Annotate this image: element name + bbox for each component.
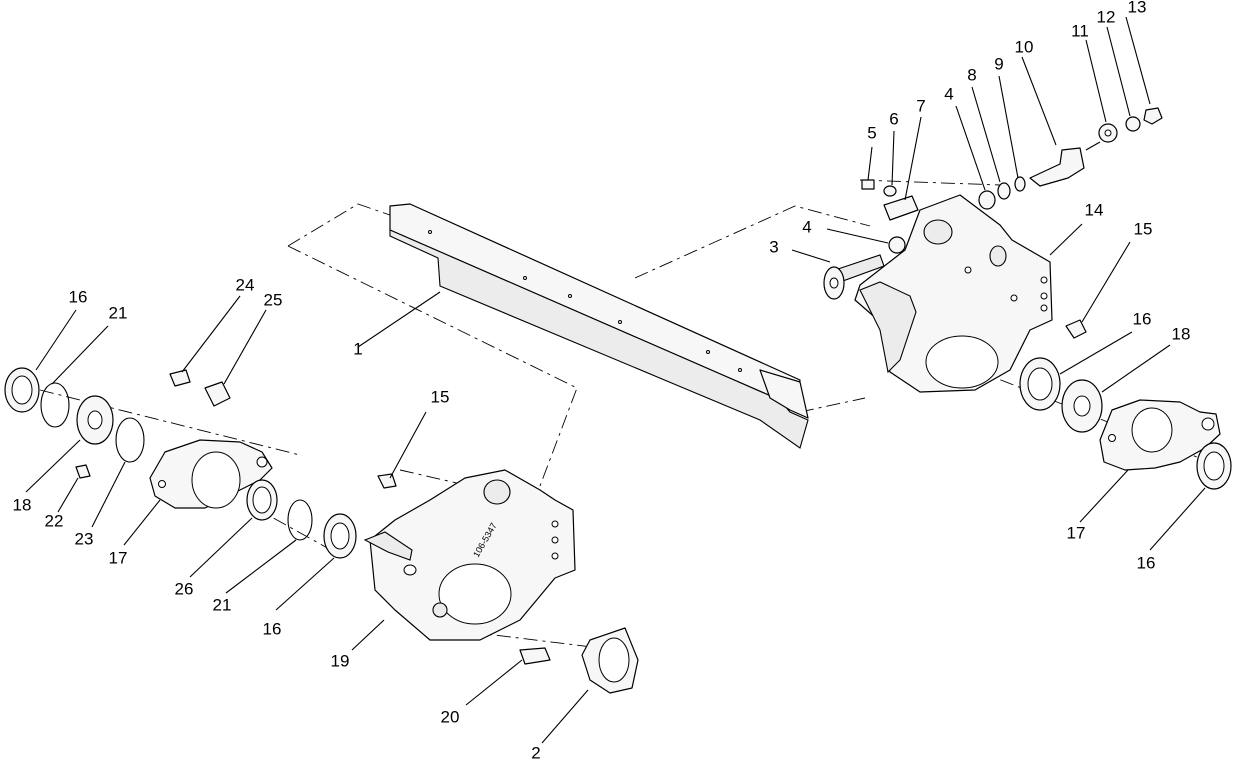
callout-3: 3 bbox=[769, 237, 778, 256]
callout-25: 25 bbox=[264, 290, 283, 309]
callout-17-right: 17 bbox=[1067, 523, 1086, 542]
left-bearings bbox=[4, 367, 639, 694]
callout-16-left: 16 bbox=[263, 619, 282, 638]
callout-2: 2 bbox=[531, 743, 540, 762]
callout-22: 22 bbox=[45, 511, 64, 530]
callout-19: 19 bbox=[331, 651, 350, 670]
callout-16-right-bottom: 16 bbox=[1137, 553, 1156, 572]
callout-13: 13 bbox=[1128, 0, 1147, 16]
callout-10: 10 bbox=[1015, 37, 1034, 56]
callout-labels: 1 2 3 4 4 5 6 7 8 9 10 11 12 13 14 15 15… bbox=[13, 0, 1191, 762]
callout-16-far-left: 16 bbox=[69, 287, 88, 306]
left-hardware bbox=[75, 369, 551, 665]
right-side-plate bbox=[854, 194, 1053, 393]
callout-17-left: 17 bbox=[109, 548, 128, 567]
callout-11: 11 bbox=[1071, 21, 1089, 40]
right-flange-housing bbox=[1099, 399, 1221, 471]
callout-21-lower: 21 bbox=[213, 595, 232, 614]
callout-23: 23 bbox=[75, 529, 94, 548]
callout-4-lower: 4 bbox=[802, 217, 811, 236]
callout-5: 5 bbox=[867, 123, 876, 142]
right-hardware bbox=[823, 107, 1163, 339]
callout-16-right-top: 16 bbox=[1133, 309, 1152, 328]
phantom-lines bbox=[39, 179, 1231, 649]
callout-15-left: 15 bbox=[431, 387, 450, 406]
callout-24: 24 bbox=[236, 275, 255, 294]
callout-8: 8 bbox=[967, 65, 976, 84]
callout-20: 20 bbox=[441, 707, 460, 726]
callout-4-upper: 4 bbox=[944, 84, 953, 103]
callout-6: 6 bbox=[889, 109, 898, 128]
callout-1: 1 bbox=[353, 339, 362, 358]
callout-18-right: 18 bbox=[1172, 324, 1191, 343]
callout-18-left: 18 bbox=[13, 495, 32, 514]
callout-7: 7 bbox=[916, 96, 925, 115]
rail-part bbox=[389, 203, 809, 449]
left-side-plate: 106-5347 bbox=[363, 469, 576, 641]
callout-15-right: 15 bbox=[1134, 219, 1153, 238]
left-flange-housing bbox=[149, 439, 273, 509]
callout-21-upper: 21 bbox=[109, 303, 128, 322]
callout-26: 26 bbox=[175, 579, 194, 598]
callout-14: 14 bbox=[1085, 200, 1104, 219]
callout-12: 12 bbox=[1097, 7, 1116, 26]
callout-9: 9 bbox=[994, 54, 1003, 73]
leader-lines bbox=[25, 16, 1206, 744]
right-bearings bbox=[1019, 357, 1232, 490]
